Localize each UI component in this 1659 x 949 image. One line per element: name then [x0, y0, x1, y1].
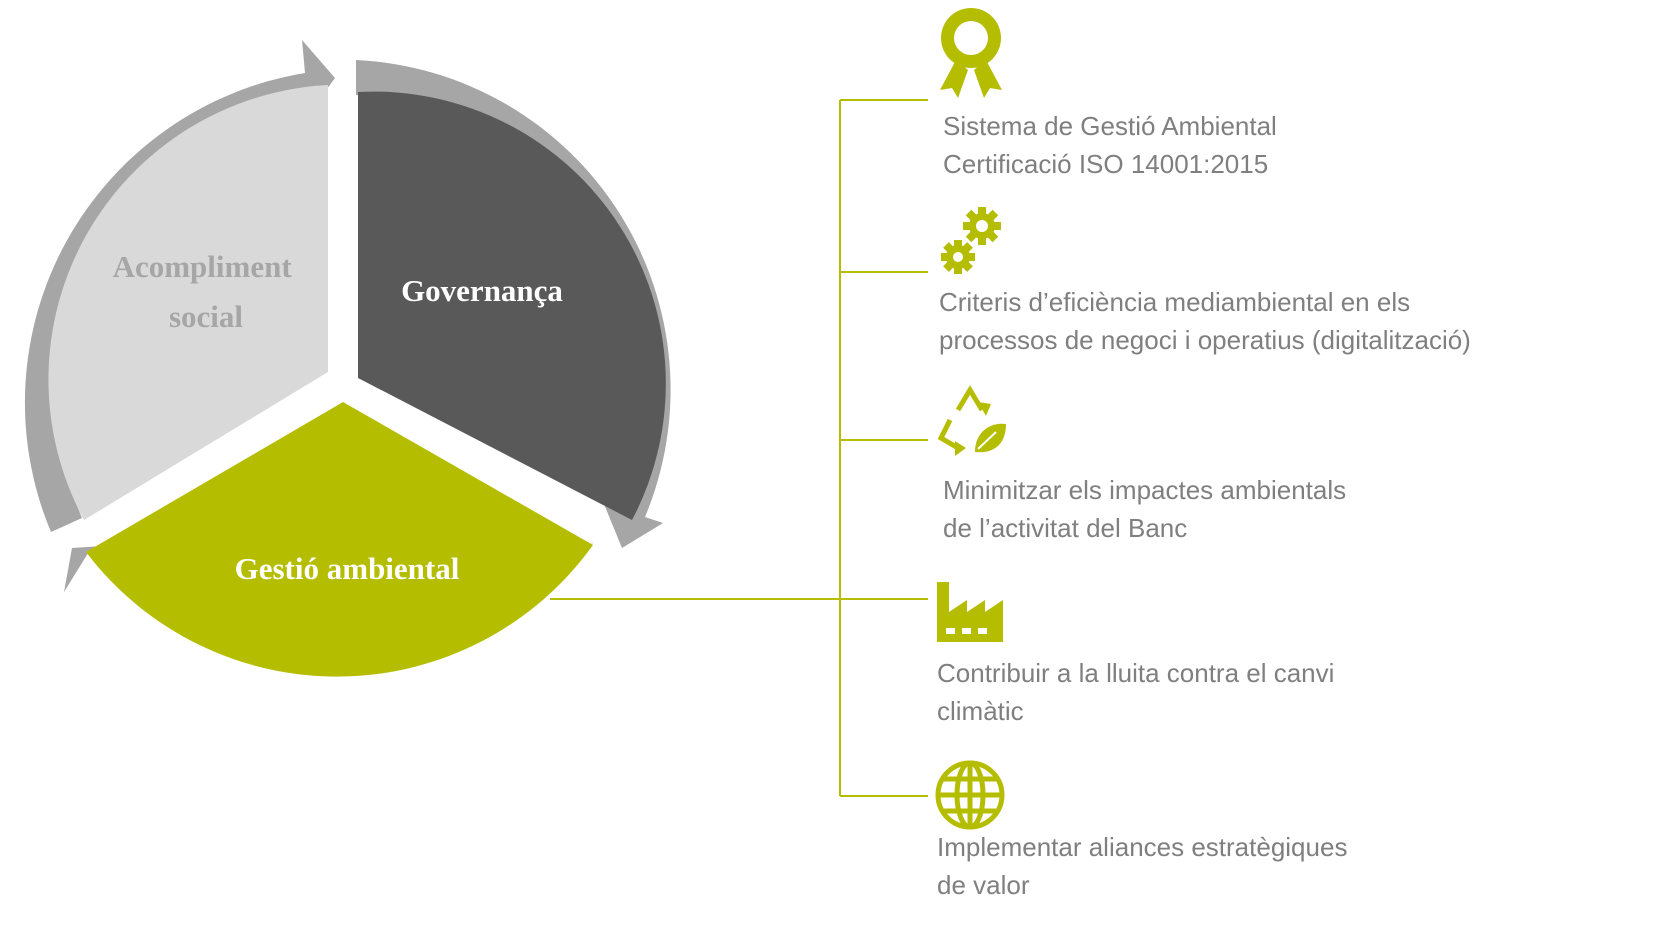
segment-governance — [358, 91, 666, 520]
item-3-text: Minimitzar els impactes ambientals de l’… — [943, 471, 1346, 547]
item-1-line1: Sistema de Gestió Ambiental — [943, 111, 1277, 141]
item-4-line2: climàtic — [937, 696, 1024, 726]
social-label-line2: social — [169, 299, 243, 334]
governance-label: Governança — [401, 273, 563, 308]
item-2-line1: Criteris d’eficiència mediambiental en e… — [939, 287, 1411, 317]
social-label-line1: Acompliment — [113, 249, 293, 284]
item-2-line2: processos de negoci i operatius (digital… — [939, 325, 1471, 355]
cycle-segments — [48, 85, 666, 677]
recycle-leaf-icon — [937, 385, 1006, 456]
item-2-text: Criteris d’eficiència mediambiental en e… — [939, 283, 1471, 359]
environment-label: Gestió ambiental — [235, 551, 460, 586]
globe-icon — [935, 760, 1005, 830]
gears-icon — [941, 207, 1001, 274]
item-5-text: Implementar aliances estratègiques de va… — [937, 828, 1347, 904]
segment-environment — [86, 402, 593, 677]
connector-lines — [550, 99, 928, 797]
item-4-text: Contribuir a la lluita contra el canvi c… — [937, 654, 1334, 730]
item-3-line1: Minimitzar els impactes ambientals — [943, 475, 1347, 505]
cycle-arrow-governance — [356, 60, 671, 548]
item-5-line1: Implementar aliances estratègiques — [937, 832, 1348, 862]
factory-icon — [937, 582, 1003, 642]
award-ribbon-icon — [940, 8, 1002, 98]
item-3-line2: de l’activitat del Banc — [943, 513, 1188, 543]
item-1-text: Sistema de Gestió Ambiental Certificació… — [943, 107, 1277, 183]
item-4-line1: Contribuir a la lluita contra el canvi — [937, 658, 1335, 688]
segment-social — [48, 85, 328, 520]
social-label: Acompliment social — [113, 249, 300, 334]
item-5-line2: de valor — [937, 870, 1030, 900]
item-1-line2: Certificació ISO 14001:2015 — [943, 149, 1269, 179]
